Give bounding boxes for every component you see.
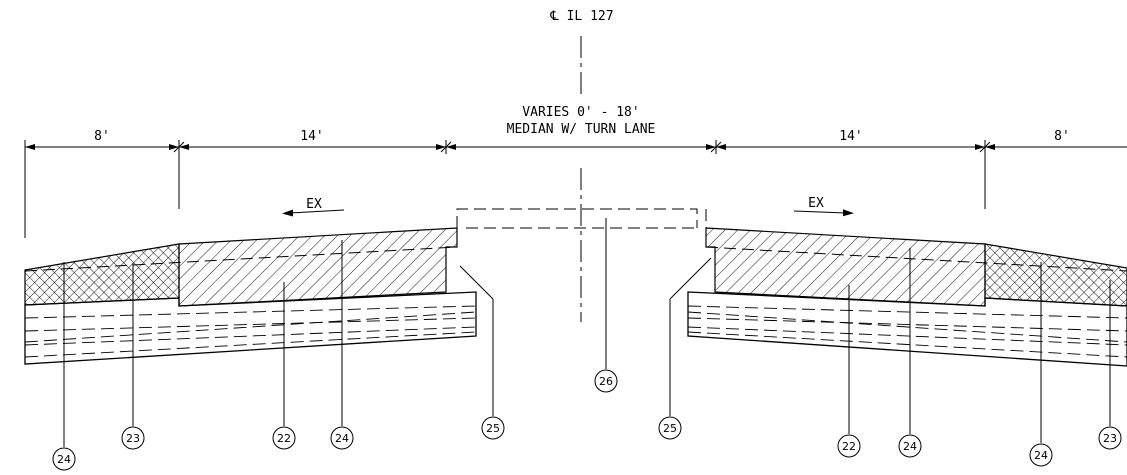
median-outline bbox=[456, 208, 707, 247]
svg-text:23: 23 bbox=[126, 432, 140, 445]
callout-25a: 25 bbox=[459, 265, 505, 440]
svg-text:23: 23 bbox=[1103, 432, 1117, 445]
centerline-label: ℄ IL 127 bbox=[549, 9, 613, 24]
svg-text:22: 22 bbox=[842, 440, 856, 453]
callout-24b: 24 bbox=[330, 240, 354, 450]
callout-24c: 24 bbox=[898, 248, 922, 458]
dim-left-lane: 14' bbox=[300, 129, 323, 144]
left-grade-line bbox=[24, 246, 458, 272]
svg-text:25: 25 bbox=[486, 422, 500, 435]
callout-22b: 22 bbox=[837, 285, 861, 458]
dim-right-shoulder: 8' bbox=[1054, 129, 1070, 144]
svg-text:25: 25 bbox=[663, 422, 677, 435]
direction-right-arrow bbox=[793, 209, 854, 217]
callout-25b: 25 bbox=[658, 257, 712, 440]
svg-text:24: 24 bbox=[903, 440, 917, 453]
dim-left-shoulder: 8' bbox=[94, 129, 110, 144]
svg-text:26: 26 bbox=[599, 375, 613, 388]
dim-right-lane: 14' bbox=[839, 129, 862, 144]
svg-text:24: 24 bbox=[1034, 449, 1048, 462]
right-grade-line bbox=[705, 246, 1127, 272]
right-existing-pavement bbox=[687, 291, 1127, 367]
svg-text:22: 22 bbox=[277, 432, 291, 445]
dimension-line bbox=[24, 140, 1127, 238]
median-label-line1: VARIES 0' - 18' bbox=[522, 105, 639, 120]
direction-left-label: EX bbox=[306, 197, 322, 212]
direction-right-label: EX bbox=[808, 196, 824, 211]
svg-text:24: 24 bbox=[57, 453, 71, 466]
median-label-line2: MEDIAN W/ TURN LANE bbox=[507, 122, 656, 137]
callout-23a: 23 bbox=[121, 263, 145, 450]
callout-26: 26 bbox=[594, 218, 618, 393]
callout-24d: 24 bbox=[1029, 262, 1053, 467]
left-existing-pavement bbox=[24, 291, 477, 365]
direction-left-arrow bbox=[282, 209, 345, 217]
callout-23b: 23 bbox=[1098, 280, 1122, 450]
svg-text:24: 24 bbox=[335, 432, 349, 445]
right-shoulder-surface bbox=[984, 243, 1127, 307]
left-shoulder-surface bbox=[24, 243, 180, 306]
callout-24a: 24 bbox=[52, 262, 76, 471]
callout-22a: 22 bbox=[272, 282, 296, 450]
